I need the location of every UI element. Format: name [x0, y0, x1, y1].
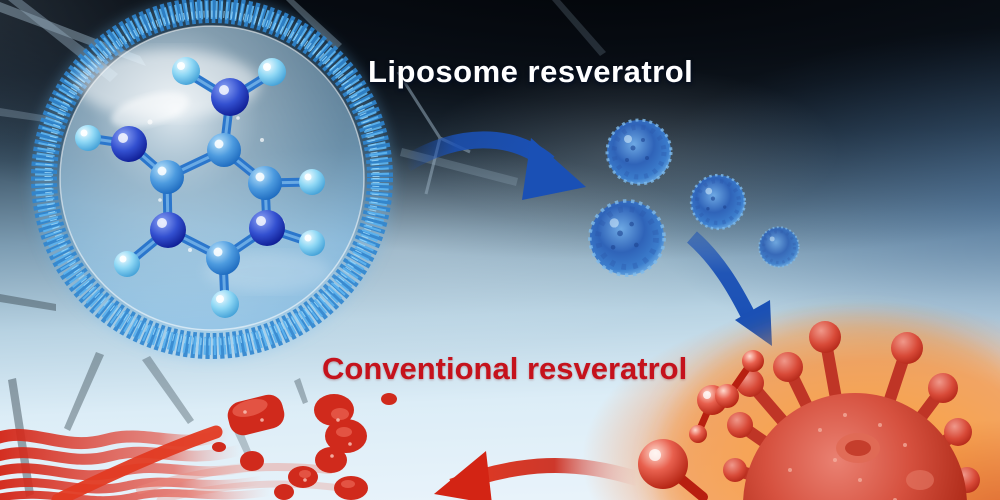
virus-surface-bumps [836, 433, 934, 490]
red-wavy-ribbons [0, 425, 359, 500]
fragment-highlights [232, 399, 355, 488]
nanoparticle [758, 226, 800, 268]
virus-particle [658, 318, 1000, 500]
red-resveratrol-molecule [638, 350, 764, 500]
liposome-label: Liposome resveratrol [368, 54, 694, 89]
nanoparticle [605, 118, 673, 186]
nanoparticles [588, 118, 800, 277]
nanoparticle [588, 199, 666, 277]
molecule-atoms [75, 57, 325, 318]
resveratrol-molecule [75, 57, 325, 318]
virus-spike-tips [723, 321, 980, 493]
blue-arrow-down-icon [686, 231, 772, 346]
conventional-label: Conventional resveratrol [322, 351, 688, 386]
fragment-speckles [243, 410, 352, 482]
blue-arrow-right-icon [401, 131, 586, 200]
nanoparticle [689, 173, 747, 231]
red-arrow-left-icon [434, 451, 641, 500]
